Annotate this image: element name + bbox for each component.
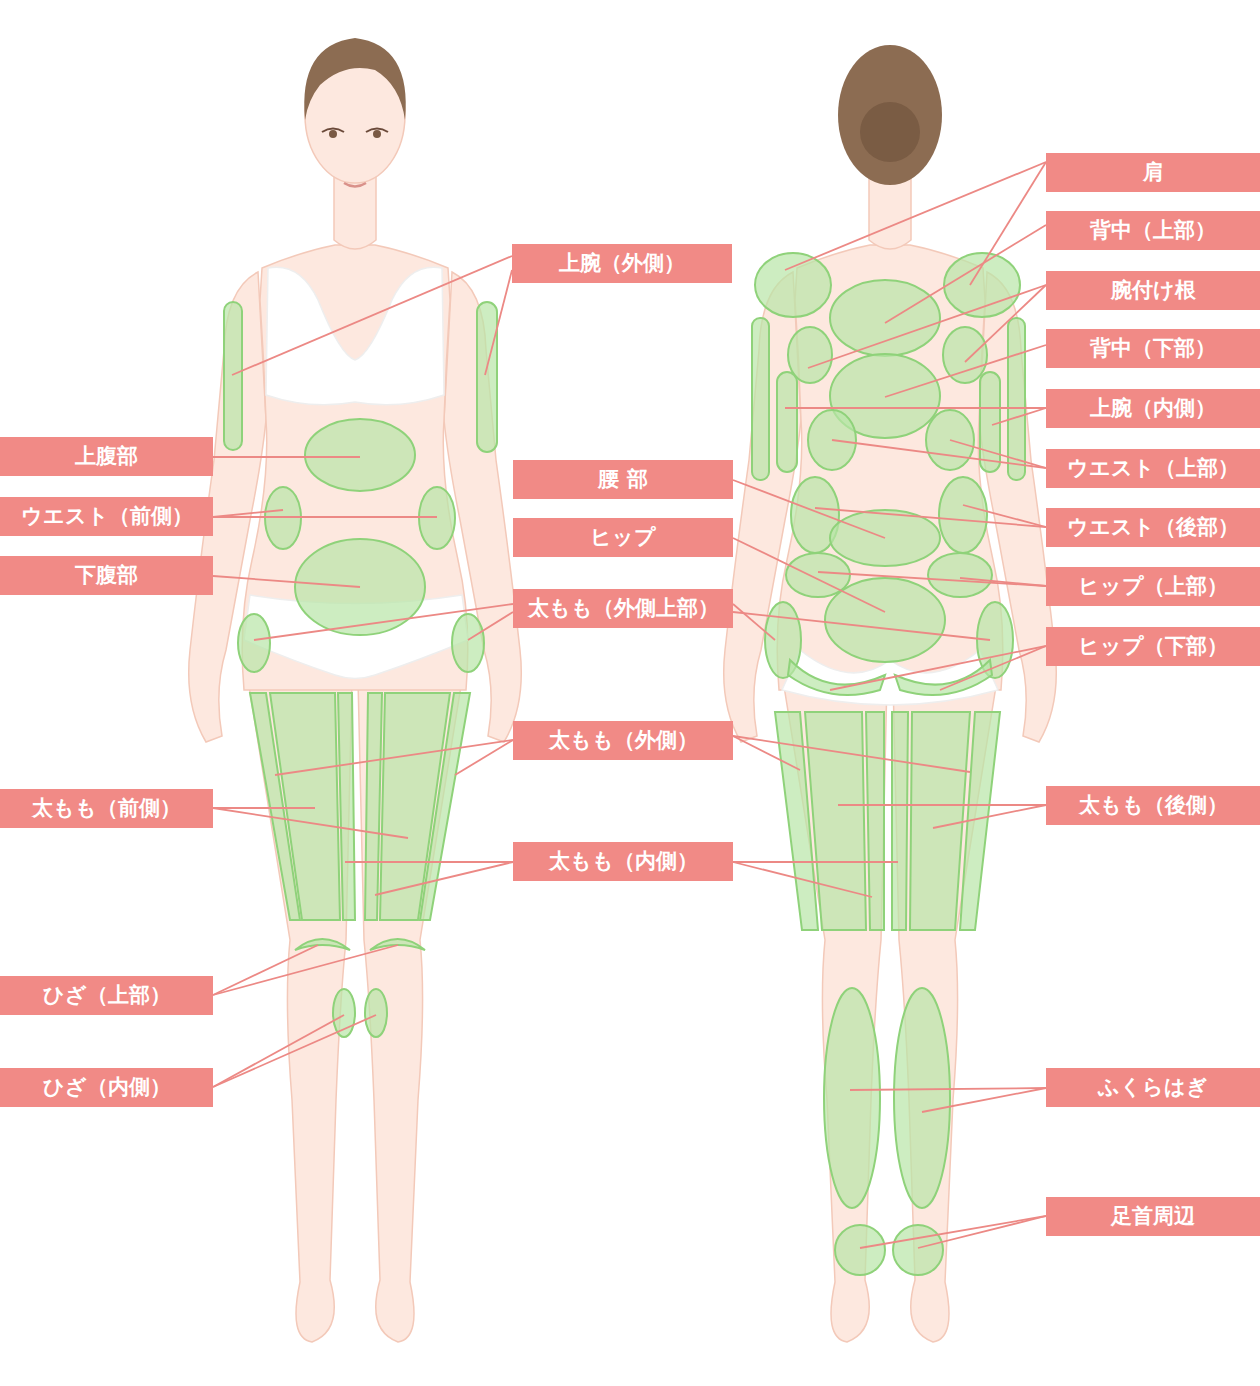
label-text: 腰 部 bbox=[598, 468, 647, 491]
label-text: 下腹部 bbox=[75, 564, 138, 587]
label-text: ウエスト（上部） bbox=[1067, 457, 1239, 480]
label-box: ヒップ（上部） bbox=[1046, 567, 1260, 606]
label-box: 太もも（外側） bbox=[513, 721, 733, 760]
label-text: ひざ（上部） bbox=[43, 984, 171, 1007]
label-text: 太もも（前側） bbox=[32, 797, 181, 820]
front-face-details bbox=[322, 129, 388, 187]
label-text: 足首周辺 bbox=[1111, 1205, 1195, 1228]
label-text: 背中（上部） bbox=[1090, 219, 1216, 242]
label-text: 上腕（外側） bbox=[559, 252, 685, 275]
label-box: 上腕（外側） bbox=[512, 244, 732, 283]
label-box: 太もも（外側上部） bbox=[513, 589, 733, 628]
label-box: 太もも（後側） bbox=[1046, 786, 1260, 825]
label-box: 肩 bbox=[1046, 153, 1260, 192]
label-text: 腕付け根 bbox=[1111, 279, 1196, 302]
label-box: 下腹部 bbox=[0, 556, 213, 595]
label-text: 肩 bbox=[1143, 161, 1164, 184]
label-text: 上腕（内側） bbox=[1090, 397, 1216, 420]
label-box: ヒップ（下部） bbox=[1046, 627, 1260, 666]
label-text: ふくらはぎ bbox=[1098, 1076, 1208, 1099]
label-box: 太もも（前側） bbox=[0, 789, 213, 828]
label-box: ふくらはぎ bbox=[1046, 1068, 1260, 1107]
target-zones-back bbox=[752, 253, 1025, 1275]
label-text: 上腹部 bbox=[75, 445, 138, 468]
label-text: 太もも（内側） bbox=[549, 850, 698, 873]
back-hair bbox=[838, 45, 942, 185]
label-box: ウエスト（上部） bbox=[1046, 449, 1260, 488]
label-box: 上腕（内側） bbox=[1046, 389, 1260, 428]
label-box: ヒップ bbox=[513, 518, 733, 557]
label-text: 太もも（外側） bbox=[549, 729, 698, 752]
label-box: 上腹部 bbox=[0, 437, 213, 476]
label-box: 太もも（内側） bbox=[513, 842, 733, 881]
back-bun bbox=[860, 102, 920, 162]
label-box: 背中（下部） bbox=[1046, 329, 1260, 368]
front-body bbox=[189, 175, 522, 1342]
label-box: ひざ（内側） bbox=[0, 1068, 213, 1107]
label-box: 足首周辺 bbox=[1046, 1197, 1260, 1236]
label-text: 背中（下部） bbox=[1090, 337, 1216, 360]
label-box: 背中（上部） bbox=[1046, 211, 1260, 250]
target-zones-front bbox=[224, 302, 497, 1037]
label-text: 太もも（外側上部） bbox=[528, 597, 719, 620]
label-box: ウエスト（前側） bbox=[0, 497, 213, 536]
label-text: ウエスト（後部） bbox=[1067, 516, 1239, 539]
label-text: ヒップ（下部） bbox=[1078, 635, 1228, 658]
front-top bbox=[266, 267, 444, 405]
label-text: ひざ（内側） bbox=[43, 1076, 171, 1099]
label-box: 腕付け根 bbox=[1046, 271, 1260, 310]
label-text: ヒップ bbox=[590, 526, 656, 549]
label-box: 腰 部 bbox=[513, 460, 733, 499]
label-text: ウエスト（前側） bbox=[21, 505, 193, 528]
back-body bbox=[724, 175, 1057, 1342]
label-box: ウエスト（後部） bbox=[1046, 508, 1260, 547]
label-box: ひざ（上部） bbox=[0, 976, 213, 1015]
label-text: 太もも（後側） bbox=[1079, 794, 1228, 817]
front-hair bbox=[304, 38, 406, 120]
leader-lines bbox=[213, 162, 1046, 1248]
label-text: ヒップ（上部） bbox=[1078, 575, 1228, 598]
